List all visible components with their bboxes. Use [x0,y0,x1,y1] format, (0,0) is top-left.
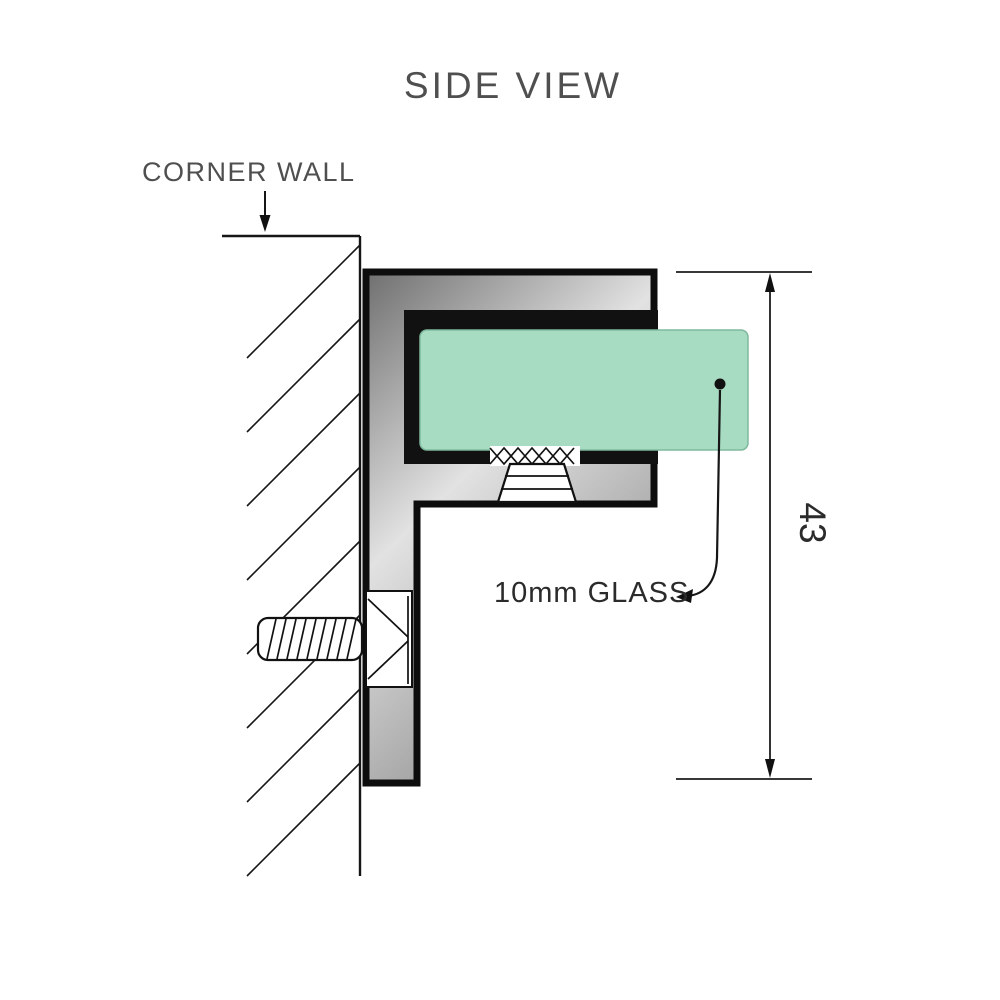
grub-screw-detail [489,446,580,504]
corner-wall-arrow-icon [259,191,271,232]
glass-label: 10mm GLASS [494,577,689,609]
wall-hatching [246,244,361,877]
leader-arrow-icon [676,589,693,603]
glass-callout: 10mm GLASS [494,378,726,609]
screw-head [365,590,413,688]
dimension-arrow-top-icon [765,273,775,292]
wall-screw [256,590,413,688]
dimension-value: 43 [792,502,833,543]
page-title: SIDE VIEW [404,65,622,106]
wall [222,234,362,877]
dimension-43: 43 [676,271,833,780]
corner-wall-label: CORNER WALL [142,157,356,187]
leader-dot-icon [714,378,726,390]
dimension-arrow-bottom-icon [765,759,775,778]
glass-panel [419,329,749,451]
